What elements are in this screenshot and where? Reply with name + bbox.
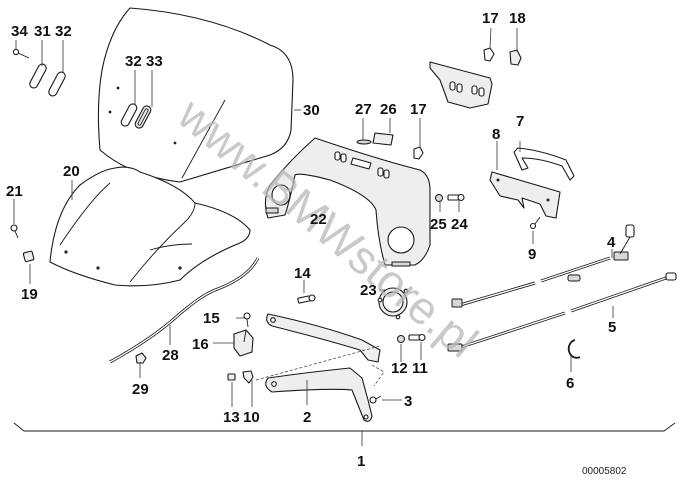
clip-part-29[interactable]: [135, 352, 147, 364]
callout-14[interactable]: 14: [294, 265, 311, 282]
clip-part-17b[interactable]: [413, 146, 424, 160]
callout-9[interactable]: 9: [528, 246, 536, 263]
relay-part-16[interactable]: [233, 329, 254, 357]
callout-15[interactable]: 15: [203, 310, 220, 327]
clamp-strip-part-33[interactable]: [134, 105, 152, 130]
callout-28[interactable]: 28: [162, 347, 179, 364]
nut-part-25[interactable]: [435, 194, 443, 202]
callout-17b[interactable]: 17: [410, 101, 427, 118]
callout-29[interactable]: 29: [132, 381, 149, 398]
strip-part-31[interactable]: [28, 63, 47, 90]
callout-20[interactable]: 20: [63, 163, 80, 180]
switch-part-18[interactable]: [509, 49, 522, 66]
callout-32b[interactable]: 32: [125, 53, 142, 70]
clip-nut-part-19[interactable]: [22, 250, 35, 263]
callout-18[interactable]: 18: [509, 10, 526, 27]
edge-strip-part-28[interactable]: [109, 257, 260, 364]
callout-5[interactable]: 5: [608, 319, 616, 336]
panel-carrier-part-22[interactable]: [264, 137, 431, 267]
screw-part-34[interactable]: [12, 48, 30, 59]
callout-34[interactable]: 34: [11, 23, 28, 40]
lower-screen-part-20[interactable]: [49, 166, 251, 287]
callout-23[interactable]: 23: [360, 282, 377, 299]
callout-11[interactable]: 11: [412, 360, 428, 377]
callout-21[interactable]: 21: [6, 183, 23, 200]
leader-lines: [13, 27, 614, 446]
callout-8[interactable]: 8: [492, 126, 500, 143]
callout-13[interactable]: 13: [223, 409, 240, 426]
callout-33[interactable]: 33: [146, 53, 163, 70]
bracket-part-10[interactable]: [242, 370, 254, 384]
callout-27[interactable]: 27: [355, 101, 372, 118]
callout-17a[interactable]: 17: [482, 10, 499, 27]
callout-32a[interactable]: 32: [55, 23, 72, 40]
circlip-part-6[interactable]: [567, 339, 581, 359]
callout-4[interactable]: 4: [607, 234, 616, 251]
callout-31[interactable]: 31: [34, 23, 51, 40]
screw-part-3[interactable]: [369, 395, 382, 404]
strip-part-32a[interactable]: [47, 71, 66, 98]
wiring-harness-part-5[interactable]: [447, 272, 677, 352]
callout-26[interactable]: 26: [380, 101, 397, 118]
switch-cover-part[interactable]: [429, 61, 493, 109]
screw-part-21[interactable]: [10, 224, 19, 239]
callout-19[interactable]: 19: [21, 286, 38, 303]
screw-part-15[interactable]: [243, 312, 251, 328]
gauge-ring-part-23[interactable]: [377, 287, 409, 320]
callout-7[interactable]: 7: [516, 113, 524, 130]
assembly-bracket-line: [13, 422, 676, 432]
seal-part-27[interactable]: [356, 139, 372, 145]
callout-24[interactable]: 24: [451, 216, 468, 233]
callout-30[interactable]: 30: [303, 102, 320, 119]
bracket-part-8[interactable]: [489, 171, 561, 219]
bolt-part-24[interactable]: [447, 193, 465, 202]
clip-part-17a[interactable]: [483, 47, 495, 62]
callout-22[interactable]: 22: [310, 211, 327, 228]
callout-16[interactable]: 16: [192, 336, 209, 353]
diagram-reference-number: 00005802: [582, 466, 627, 477]
callout-labels: 1 2 3 4 5 6 7 8 9 10 11 12 13 14 15 16 1…: [6, 10, 616, 470]
callout-2[interactable]: 2: [303, 409, 311, 426]
wiring-harness-part-4[interactable]: [451, 224, 635, 308]
bolt-part-11[interactable]: [408, 333, 426, 342]
holder-part-2[interactable]: [255, 313, 385, 422]
windshield-part-30[interactable]: [97, 7, 294, 183]
cover-part-26[interactable]: [372, 132, 394, 146]
callout-6[interactable]: 6: [566, 375, 574, 392]
screw-part-9[interactable]: [529, 216, 541, 230]
callout-10[interactable]: 10: [243, 409, 260, 426]
callout-3[interactable]: 3: [404, 393, 412, 410]
callout-25[interactable]: 25: [430, 216, 447, 233]
clip-part-13[interactable]: [227, 373, 236, 381]
callout-1[interactable]: 1: [357, 453, 365, 470]
callout-12[interactable]: 12: [391, 360, 408, 377]
washer-part-12[interactable]: [397, 335, 405, 343]
bolt-part-14[interactable]: [297, 294, 316, 304]
stay-part-7[interactable]: [513, 147, 575, 181]
